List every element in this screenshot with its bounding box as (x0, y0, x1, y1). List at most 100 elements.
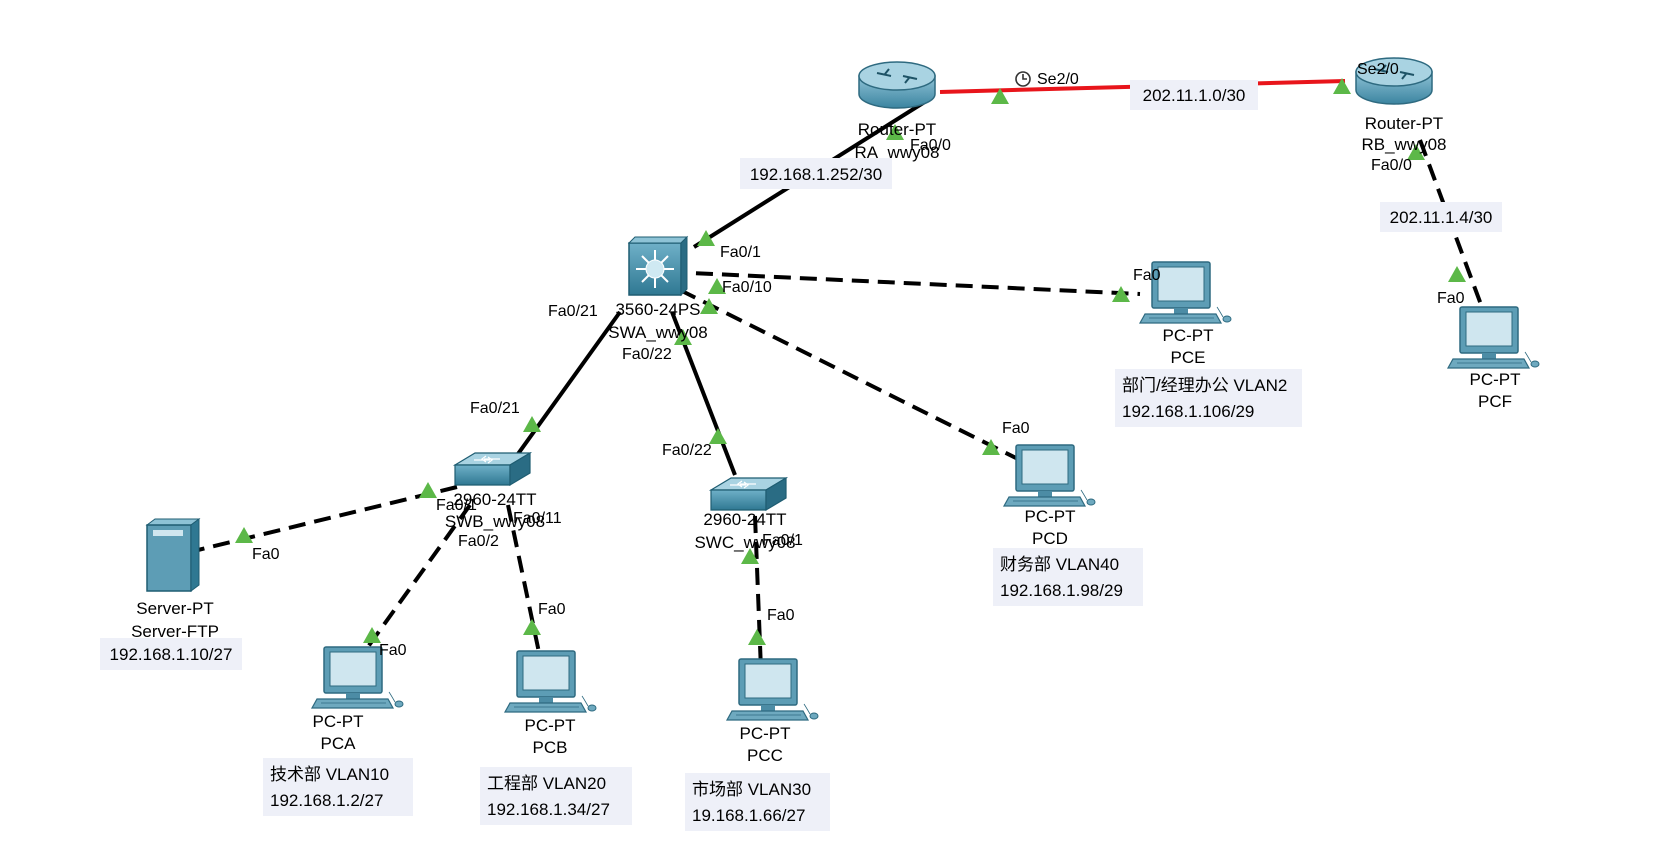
server-hostname: Server-FTP (131, 622, 219, 641)
pc-icon (504, 650, 597, 713)
port-up-indicator (700, 298, 718, 314)
port-status-indicators (235, 78, 1466, 645)
router-icon (858, 61, 936, 109)
port-label: Fa0/22 (662, 442, 712, 459)
note-pcd[interactable]: 财务部 VLAN40 192.168.1.98/29 (993, 548, 1143, 606)
port-up-indicator (235, 527, 253, 543)
router-a[interactable]: Router-PT RA_wwy08 (854, 61, 940, 162)
note-pca-dept: 技术部 VLAN10 (270, 765, 389, 784)
link-swb-pcb[interactable] (506, 504, 543, 663)
pcf-hostname: PCF (1478, 392, 1512, 411)
pce-model: PC-PT (1163, 326, 1214, 345)
port-label: Fa0 (767, 607, 795, 624)
note-rb-pcf-text: 202.11.1.4/30 (1390, 208, 1493, 227)
pcb-hostname: PCB (533, 738, 568, 757)
pcf-model: PC-PT (1470, 370, 1521, 389)
note-pca-ip: 192.168.1.2/27 (270, 791, 383, 810)
switch-swb[interactable]: 2960-24TT SWB_wwy08 (445, 451, 545, 531)
port-label: Fa0/2 (458, 533, 499, 550)
note-wan[interactable]: 202.11.1.0/30 (1130, 80, 1258, 110)
link-swa-swb[interactable] (503, 310, 622, 474)
port-up-indicator (1112, 286, 1130, 302)
pc-c[interactable]: PC-PT PCC (726, 658, 819, 765)
port-label: Fa0/11 (513, 510, 562, 527)
port-up-indicator (363, 627, 381, 643)
swa-hostname: SWA_wwy08 (608, 323, 708, 342)
note-pce-ip: 192.168.1.106/29 (1122, 402, 1254, 421)
port-label: Se2/0 (1357, 61, 1399, 78)
port-label: Fa0/1 (436, 497, 477, 514)
swc-hostname: SWC_wwy08 (694, 533, 795, 552)
swb-hostname: SWB_wwy08 (445, 512, 545, 531)
port-up-indicator (982, 439, 1000, 455)
port-up-indicator (697, 230, 715, 246)
port-label: Fa0/22 (622, 346, 672, 363)
pca-model: PC-PT (313, 712, 364, 731)
note-server[interactable]: 192.168.1.10/27 (100, 638, 242, 670)
port-label: Se2/0 (1037, 71, 1079, 88)
router-a-hostname: RA_wwy08 (854, 143, 939, 162)
switch-swa[interactable]: 3560-24PS SWA_wwy08 (608, 235, 708, 342)
switch-swc[interactable]: 2960-24TT SWC_wwy08 (694, 476, 796, 552)
port-label: Fa0 (538, 601, 566, 618)
link-swa-pce[interactable] (669, 270, 1141, 296)
router-b[interactable]: Router-PT RB_wwy08 (1355, 57, 1447, 154)
swa-model: 3560-24PS (615, 300, 700, 319)
pce-hostname: PCE (1171, 348, 1206, 367)
pcc-hostname: PCC (747, 746, 783, 765)
port-up-indicator (741, 548, 759, 564)
link-swa-pcd[interactable] (679, 288, 1021, 462)
note-rb-pcf[interactable]: 202.11.1.4/30 (1380, 202, 1502, 232)
note-pce[interactable]: 部门/经理办公 VLAN2 192.168.1.106/29 (1115, 369, 1302, 427)
note-wan-text: 202.11.1.0/30 (1143, 86, 1246, 105)
port-up-indicator (419, 482, 437, 498)
port-up-indicator (674, 329, 692, 345)
swc-model: 2960-24TT (703, 510, 786, 529)
port-label: Fa0 (1437, 290, 1465, 307)
port-label: Fa0/1 (720, 244, 761, 261)
pc-b[interactable]: PC-PT PCB (504, 650, 597, 757)
note-pcb-ip: 192.168.1.34/27 (487, 800, 610, 819)
pcd-model: PC-PT (1025, 507, 1076, 526)
multilayer-switch-icon (627, 235, 689, 297)
note-server-text: 192.168.1.10/27 (110, 645, 233, 664)
port-up-indicator (523, 416, 541, 432)
note-pcd-ip: 192.168.1.98/29 (1000, 581, 1123, 600)
pcb-model: PC-PT (525, 716, 576, 735)
port-labels: Se2/0 Fa0/0 Se2/0 Fa0/0 Fa0/1 Fa0/10 Fa0… (252, 61, 1465, 659)
note-ra-swa[interactable]: 192.168.1.252/30 (740, 158, 892, 189)
pcd-hostname: PCD (1032, 529, 1068, 548)
server-model: Server-PT (136, 599, 213, 618)
pc-icon (1003, 444, 1096, 507)
port-label: Fa0 (1002, 420, 1030, 437)
pc-d[interactable]: PC-PT PCD (1003, 444, 1096, 548)
note-pcc[interactable]: 市场部 VLAN30 19.168.1.66/27 (685, 773, 830, 831)
switch-icon (708, 476, 789, 512)
router-a-model: Router-PT (858, 120, 936, 139)
note-pcb[interactable]: 工程部 VLAN20 192.168.1.34/27 (480, 767, 632, 825)
pc-a[interactable]: PC-PT PCA (311, 646, 404, 753)
pc-e[interactable]: PC-PT PCE (1139, 261, 1232, 367)
pc-icon (726, 658, 819, 721)
port-up-indicator (523, 619, 541, 635)
server-ftp[interactable]: Server-PT Server-FTP (131, 518, 219, 641)
note-pca[interactable]: 技术部 VLAN10 192.168.1.2/27 (263, 758, 413, 816)
server-icon (145, 518, 201, 592)
notes: 202.11.1.0/30 192.168.1.252/30 202.11.1.… (100, 80, 1502, 831)
port-label: Fa0 (252, 546, 280, 563)
note-pcb-dept: 工程部 VLAN20 (487, 774, 606, 793)
port-up-indicator (1448, 266, 1466, 282)
pc-icon (1447, 306, 1540, 369)
note-ra-swa-text: 192.168.1.252/30 (750, 165, 882, 184)
port-label: Fa0/0 (1371, 157, 1412, 174)
port-up-indicator (708, 278, 726, 294)
note-pcc-dept: 市场部 VLAN30 (692, 780, 811, 799)
port-up-indicator (748, 629, 766, 645)
port-label: Fa0 (1133, 267, 1161, 284)
port-label: Fa0/1 (762, 532, 803, 549)
router-b-hostname: RB_wwy08 (1361, 135, 1446, 154)
port-up-indicator (991, 88, 1009, 104)
pc-f[interactable]: PC-PT PCF (1447, 306, 1540, 411)
port-up-indicator (1407, 144, 1425, 160)
